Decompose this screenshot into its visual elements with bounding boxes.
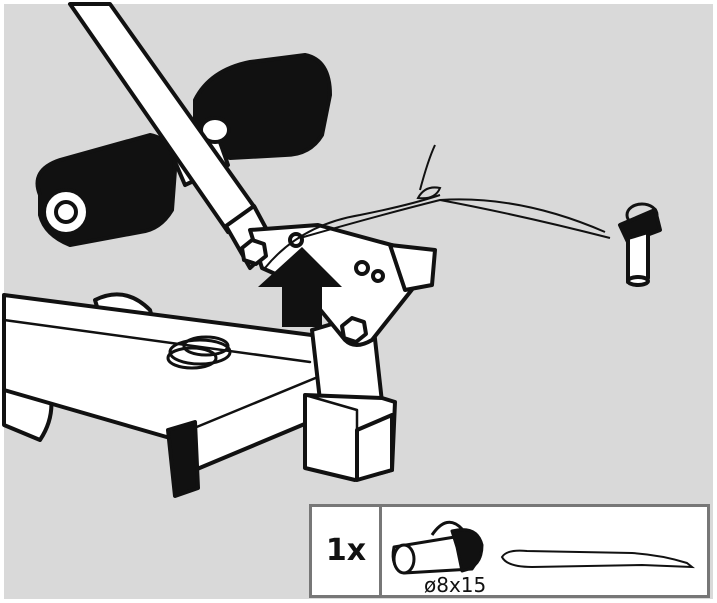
insert-arrow-icon [258, 247, 342, 327]
bolt-heads [240, 238, 368, 344]
lanyard-wire [264, 144, 611, 269]
parts-list-box: 1x ø8x15 [309, 504, 710, 598]
pin-icon [391, 520, 484, 575]
locking-pin [618, 202, 662, 287]
coiled-cord [166, 335, 232, 370]
part-quantity: 1x [325, 533, 367, 568]
main-frame-tube [2, 293, 352, 498]
part-size-label: ø8x15 [424, 573, 487, 597]
parts-box-divider [379, 507, 382, 595]
parts-illustration [391, 520, 696, 575]
cotter-wire-icon [500, 549, 696, 569]
upright-post [303, 310, 397, 482]
